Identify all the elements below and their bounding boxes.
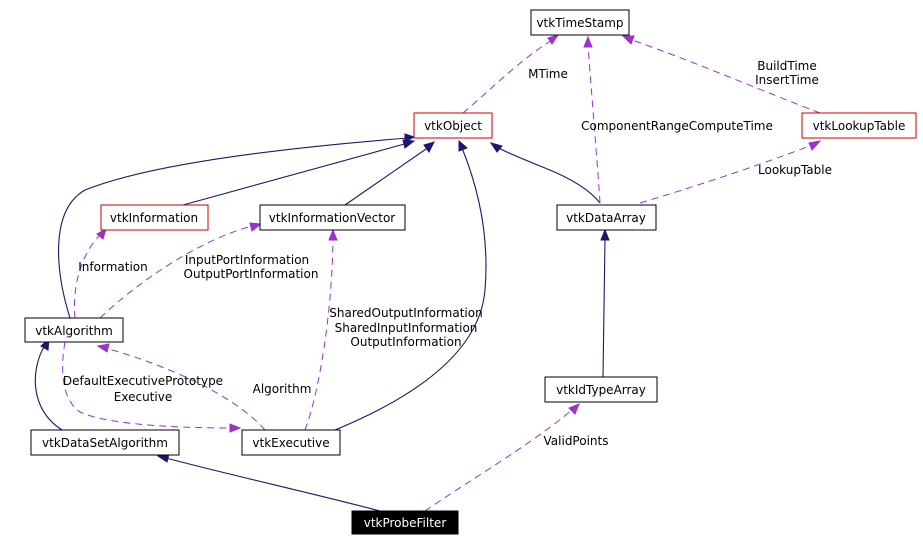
node-vtk-probe-filter[interactable]: vtkProbeFilter	[351, 510, 459, 535]
edge-object-mtime-timestamp	[462, 34, 560, 114]
edge-idtypearray-to-dataarray	[600, 228, 610, 378]
label-input-port-info: InputPortInformation	[185, 253, 309, 267]
node-vtk-lookup-table[interactable]: vtkLookupTable	[801, 112, 917, 139]
edge-executive-sharedinformation	[304, 228, 338, 431]
node-label: vtkInformationVector	[269, 211, 396, 225]
label-default-exec-proto: DefaultExecutivePrototype	[63, 374, 223, 388]
node-vtk-information[interactable]: vtkInformation	[100, 204, 209, 231]
edge-lookuptable-time-timestamp	[621, 35, 821, 114]
edge-informationvector-to-object	[344, 141, 435, 206]
node-label: vtkLookupTable	[813, 119, 906, 133]
label-algorithm: Algorithm	[253, 382, 312, 396]
node-label: vtkAlgorithm	[35, 324, 113, 338]
edge-executive-algorithm	[96, 343, 266, 431]
label-insert-time: InsertTime	[755, 73, 819, 87]
edge-algorithm-portinformation	[99, 222, 263, 319]
edge-executive-to-object	[334, 139, 487, 431]
label-executive: Executive	[114, 390, 172, 404]
label-mtime: MTime	[528, 67, 568, 81]
label-lookup-table: LookupTable	[758, 163, 832, 177]
node-vtk-executive[interactable]: vtkExecutive	[241, 429, 341, 456]
edge-dataarray-componentrange-timestamp	[583, 35, 601, 204]
label-shared-input-info: SharedInputInformation	[335, 321, 478, 335]
edge-dataarray-to-object	[489, 142, 601, 204]
edge-probefilter-to-datasetalgorithm	[156, 453, 381, 512]
edge-algorithm-to-object	[58, 133, 416, 319]
label-shared-output-info: SharedOutputInformation	[329, 306, 482, 320]
node-label: vtkDataSetAlgorithm	[42, 436, 168, 450]
node-vtk-data-set-algorithm[interactable]: vtkDataSetAlgorithm	[30, 429, 180, 456]
node-vtk-object[interactable]: vtkObject	[413, 112, 493, 139]
label-valid-points: ValidPoints	[544, 434, 609, 448]
node-label: vtkIdTypeArray	[556, 383, 646, 397]
node-vtk-time-stamp[interactable]: vtkTimeStamp	[530, 9, 630, 36]
label-output-info: OutputInformation	[350, 335, 461, 349]
edge-algorithm-information	[73, 227, 107, 319]
edge-probefilter-validpoints	[424, 403, 580, 512]
edge-dataarray-lookuptable	[639, 140, 822, 204]
node-vtk-information-vector[interactable]: vtkInformationVector	[259, 204, 406, 231]
label-build-time: BuildTime	[757, 59, 817, 73]
node-vtk-data-array[interactable]: vtkDataArray	[556, 204, 657, 231]
label-information: Information	[78, 260, 147, 274]
edge-algorithm-executive	[62, 341, 242, 433]
node-vtk-algorithm[interactable]: vtkAlgorithm	[24, 317, 124, 343]
node-label: vtkInformation	[110, 211, 198, 225]
node-label: vtkExecutive	[252, 436, 329, 450]
node-label: vtkTimeStamp	[536, 16, 623, 30]
node-label: vtkDataArray	[566, 211, 646, 225]
edge-datasetalgorithm-to-algorithm	[34, 337, 63, 431]
node-vtk-id-type-array[interactable]: vtkIdTypeArray	[544, 376, 658, 403]
edge-information-to-object	[182, 139, 416, 206]
node-label: vtkProbeFilter	[364, 516, 447, 530]
node-label: vtkObject	[424, 119, 482, 133]
label-component-range: ComponentRangeComputeTime	[581, 119, 773, 133]
label-output-port-info: OutputPortInformation	[184, 267, 319, 281]
